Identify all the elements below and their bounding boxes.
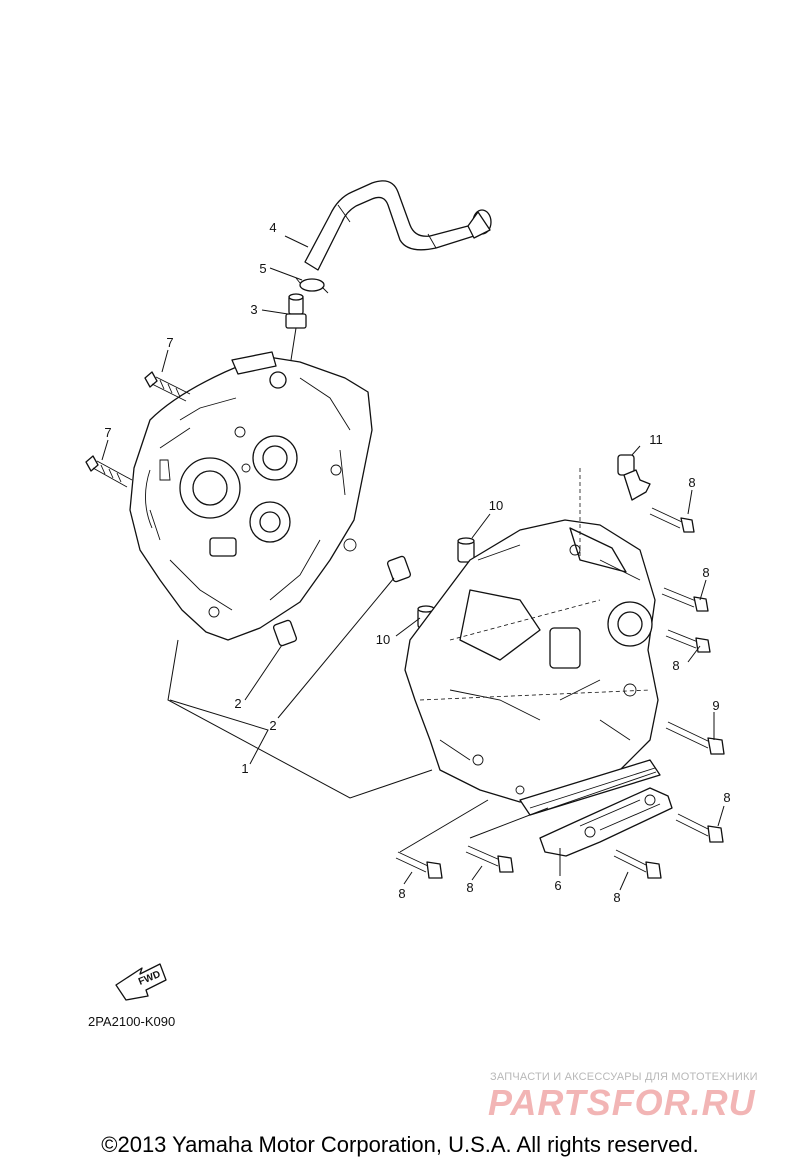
callout-11: 11	[649, 432, 663, 447]
callouts: 4 5 3 7 7 11 8 10 8 10 8 2 9 2 1 8 6 8 8…	[104, 220, 730, 905]
callout-8-mid-lower: 8	[672, 658, 679, 673]
diagram-code: 2PA2100-K090	[88, 1014, 176, 1029]
bolt-8-right	[675, 813, 724, 843]
watermark-tagline: ЗАПЧАСТИ И АКСЕССУАРЫ ДЛЯ МОТОТЕХНИКИ	[490, 1071, 758, 1083]
callout-8-mid-upper: 8	[702, 565, 709, 580]
callout-8-bottom-left: 8	[398, 886, 405, 901]
callout-5: 5	[259, 261, 266, 276]
callout-8-bottom-center: 8	[466, 880, 473, 895]
dowel-10-upper	[457, 537, 475, 563]
bracket-11	[579, 454, 651, 560]
callout-8-top: 8	[688, 475, 695, 490]
callout-8-bottom-right: 8	[613, 890, 620, 905]
callout-4: 4	[269, 220, 276, 235]
bolt-8-top	[649, 507, 695, 533]
copyright-notice: ©2013 Yamaha Motor Corporation, U.S.A. A…	[101, 1132, 699, 1157]
bolt-8-bottom-left	[395, 851, 443, 879]
dowel-pin-upper	[386, 555, 412, 583]
bolt-8-bottom-center	[465, 845, 514, 873]
callout-6: 6	[554, 878, 561, 893]
watermark-logo: PARTSFOR.RU	[488, 1082, 756, 1123]
callout-7-lower: 7	[104, 425, 111, 440]
callout-10-lower: 10	[376, 632, 390, 647]
callout-2-left: 2	[234, 696, 241, 711]
callout-1: 1	[241, 761, 248, 776]
crankcase-left	[129, 351, 373, 641]
callout-3: 3	[250, 302, 257, 317]
bolt-7-upper	[144, 371, 191, 402]
hose-clip	[295, 277, 329, 294]
plate-6	[539, 787, 673, 857]
callout-8-right: 8	[723, 790, 730, 805]
bolt-8-bottom-right	[613, 849, 662, 879]
dowel-pin-lower	[272, 619, 298, 647]
bolt-7-lower	[85, 455, 133, 488]
crankcase-right	[404, 519, 661, 816]
callout-10-upper: 10	[489, 498, 503, 513]
breather-nipple	[285, 293, 307, 361]
callout-9: 9	[712, 698, 719, 713]
breather-hose	[304, 180, 492, 271]
fwd-arrow-icon: FWD	[115, 963, 167, 1001]
bolt-9	[665, 721, 725, 755]
bolt-8-mid-upper	[661, 587, 709, 612]
callout-2-right: 2	[269, 718, 276, 733]
leader-lines	[101, 235, 725, 891]
bolt-8-mid-lower	[665, 629, 711, 653]
callout-7-upper: 7	[166, 335, 173, 350]
